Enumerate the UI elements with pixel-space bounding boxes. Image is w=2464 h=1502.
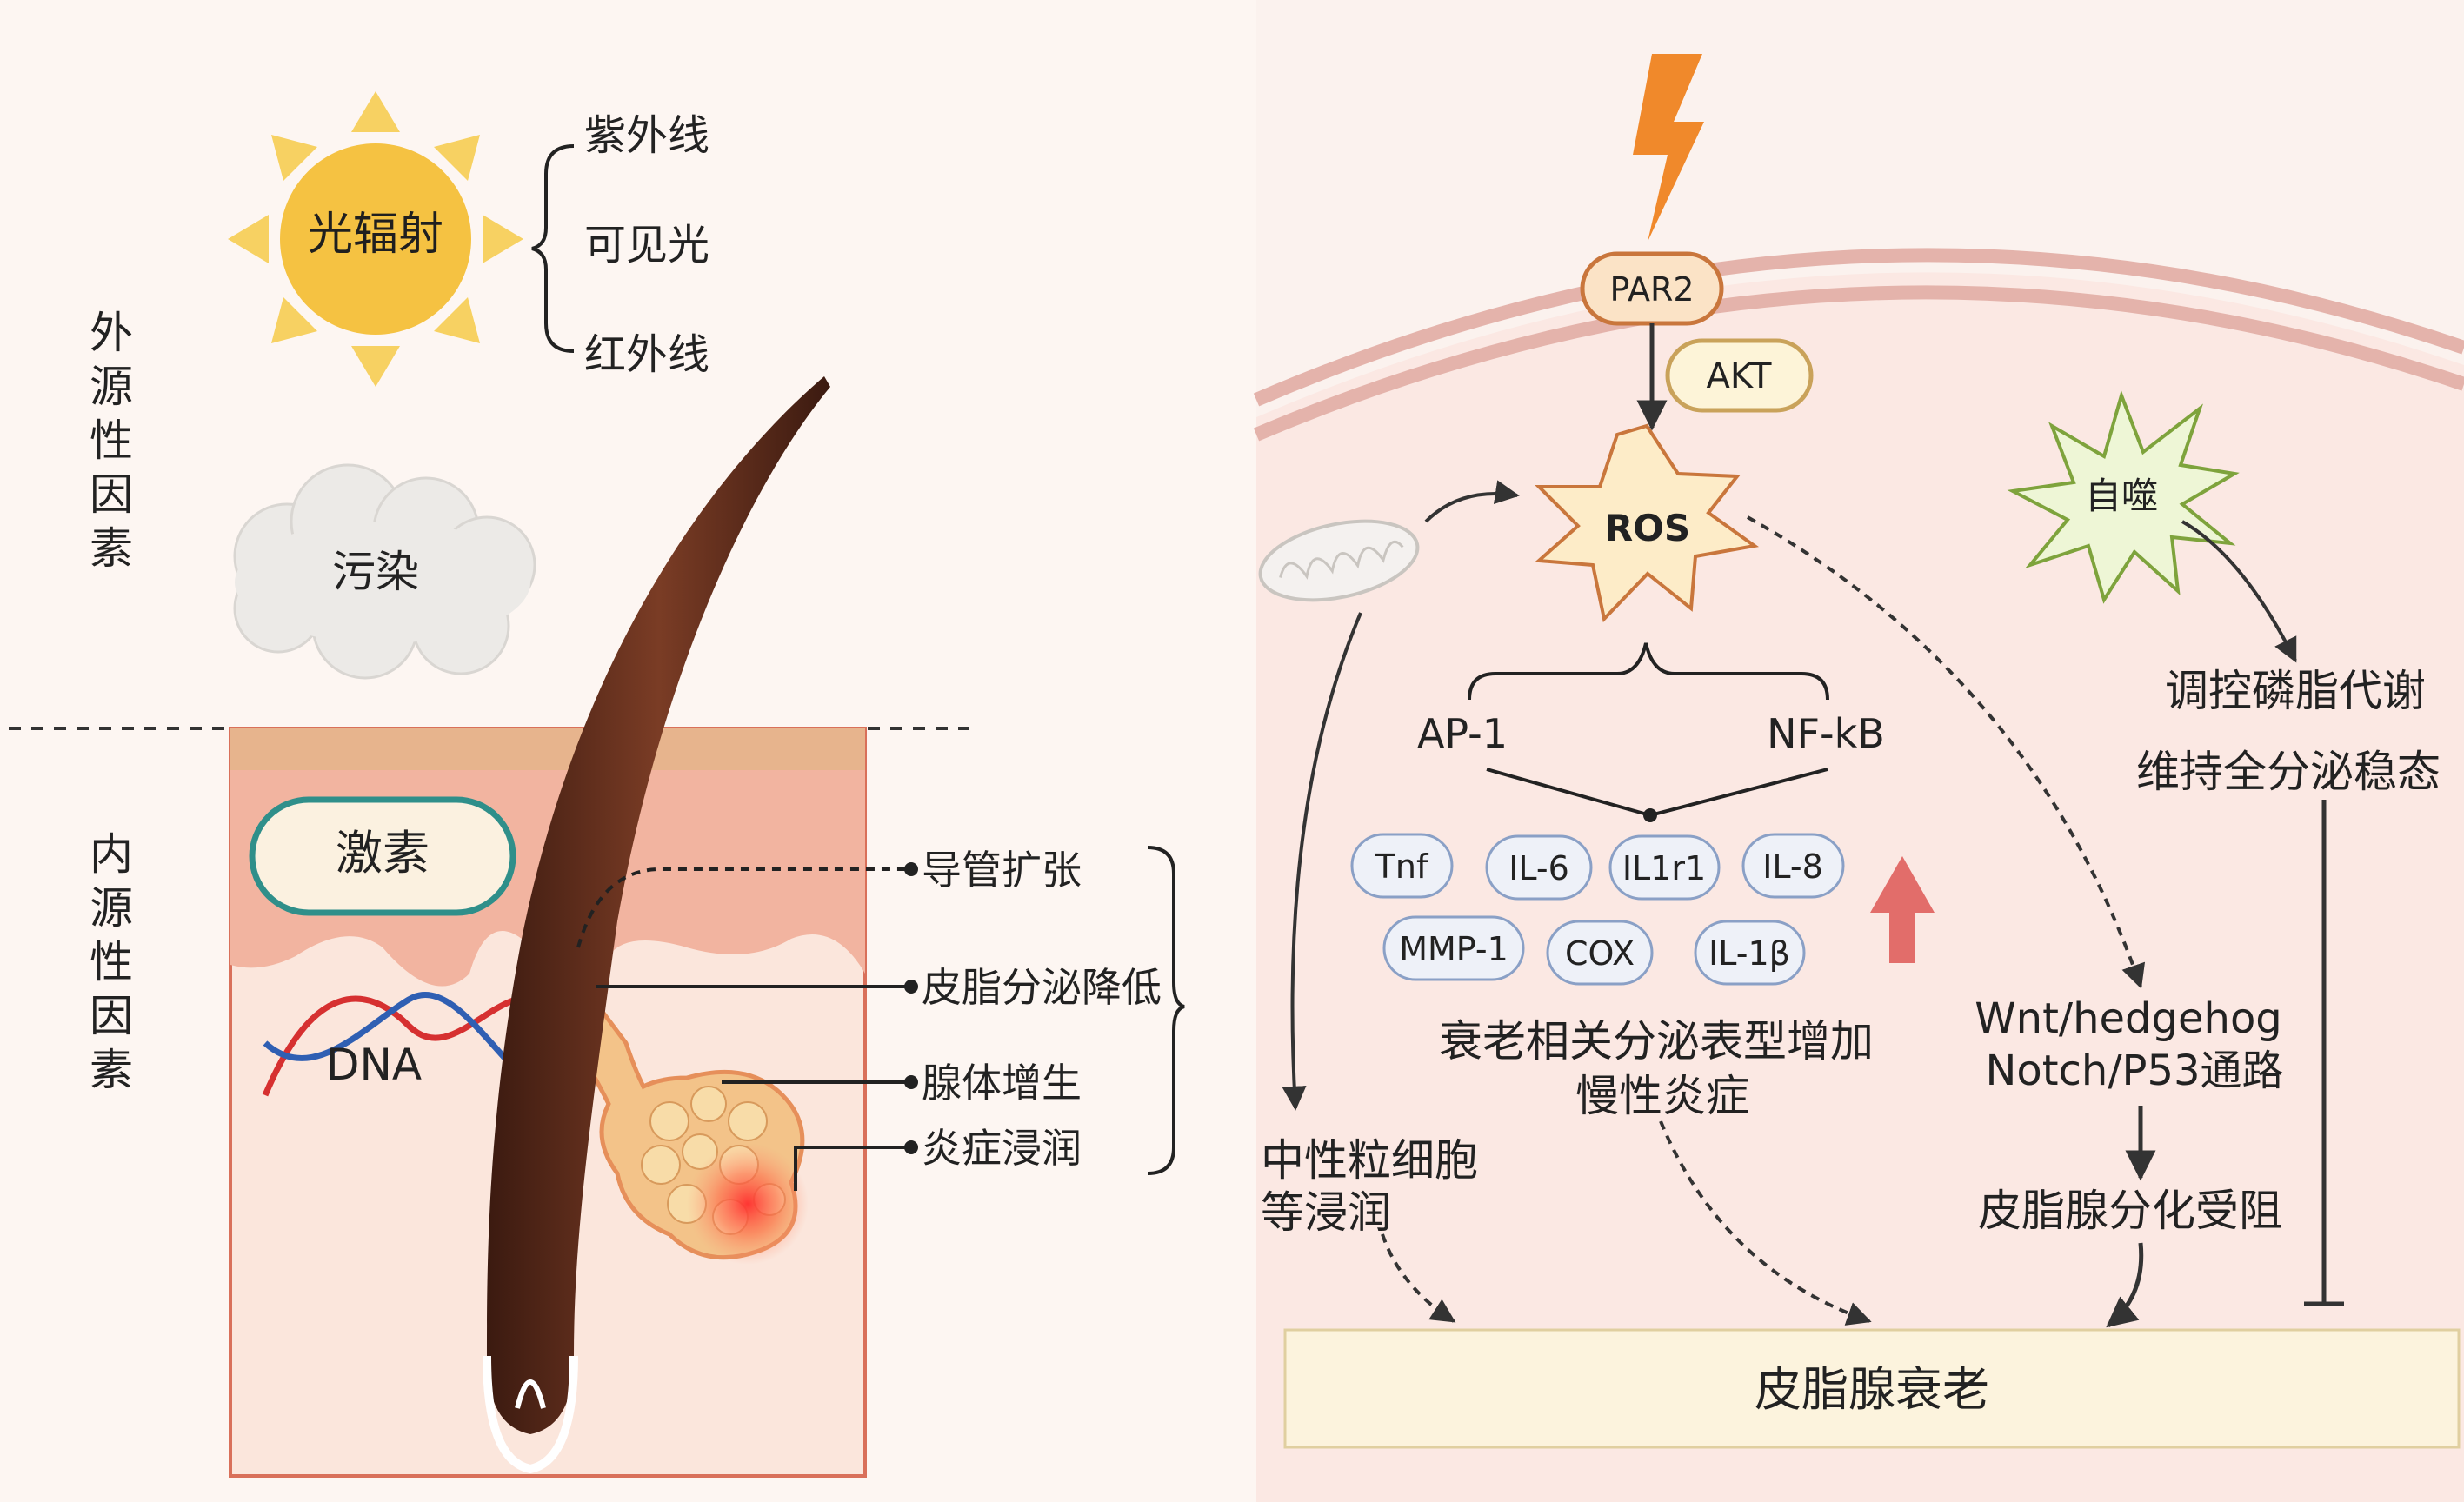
- differentiation-label: 皮脂腺分化受阻: [1978, 1186, 2282, 1236]
- exogenous-char: 素: [90, 523, 133, 574]
- arrow-sasp-outcome: [1659, 1120, 1872, 1326]
- radiation-visible: 可见光: [584, 221, 709, 269]
- sun-icon: [228, 91, 523, 387]
- radiation-ir: 红外线: [584, 330, 709, 379]
- cytokine-label: IL-1β: [1708, 934, 1790, 973]
- cell-membrane-outer: [1253, 248, 2464, 407]
- outcome-box: [1283, 1328, 2461, 1449]
- sun-label: 光辐射: [308, 209, 443, 261]
- radiation-uv: 紫外线: [584, 111, 709, 160]
- cytokine-label: Tnf: [1375, 847, 1429, 886]
- exogenous-char: 源: [90, 362, 133, 412]
- ap1-label: AP-1: [1417, 710, 1508, 757]
- endogenous-char: 素: [90, 1045, 133, 1095]
- autophagy-label: 自噬: [2085, 475, 2158, 517]
- ros-brace: [1468, 642, 1829, 701]
- sasp-line2: 慢性炎症: [1575, 1071, 1749, 1121]
- cytokine-label: COX: [1565, 934, 1635, 973]
- cytokine-pill: [1350, 833, 1454, 899]
- exogenous-char: 因: [90, 469, 133, 520]
- dna-label: DNA: [326, 1040, 422, 1090]
- dna-icon: [262, 991, 546, 1098]
- upregulation-arrow-icon: [1870, 856, 1935, 963]
- arrow-mito-neutrophil: [1282, 612, 1362, 1111]
- cytokine-pill: [1546, 920, 1654, 986]
- endogenous-char: 内: [90, 829, 133, 880]
- pathway-line2: Notch/P53通路: [1985, 1047, 2283, 1095]
- effect-sebum-decrease: 皮脂分泌降低: [922, 964, 1162, 1011]
- hormone-label: 激素: [336, 826, 430, 881]
- nfkb-join-line: [1649, 768, 1828, 817]
- arrow-neutrophil-outcome: [1381, 1233, 1456, 1323]
- ros-label: ROS: [1605, 507, 1690, 549]
- endogenous-char: 源: [90, 883, 133, 934]
- arrow-differentiation-outcome: [2106, 1242, 2144, 1328]
- cytokine-pill: [1608, 834, 1721, 901]
- endogenous-label: 内 源 性 因 素: [90, 829, 133, 1095]
- effect-duct-dilation: 导管扩张: [922, 847, 1082, 894]
- pathway-line1: Wnt/hedgehog: [1975, 994, 2282, 1043]
- cytokine-label: IL-6: [1508, 849, 1569, 887]
- neutrophil-line2: 等浸润: [1261, 1187, 1391, 1238]
- sebaceous-gland: [569, 967, 809, 1265]
- exogenous-label: 外 源 性 因 素: [90, 308, 133, 574]
- cytokine-pill: [1741, 833, 1845, 899]
- cell-membrane-inner: [1253, 285, 2464, 442]
- sasp-line1: 衰老相关分泌表型增加: [1439, 1016, 1874, 1067]
- right-panel: PAR2 AKT ROS AP-1 NF-kB: [1253, 0, 2464, 1502]
- endogenous-char: 性: [90, 937, 133, 987]
- pollution-label: 污染: [332, 547, 419, 597]
- autophagy-burst-icon: [2007, 389, 2240, 604]
- ap1-join-line: [1486, 768, 1651, 817]
- cytokine-label: IL1r1: [1622, 849, 1706, 887]
- autophagy-effect2: 维持全分泌稳态: [2136, 747, 2441, 797]
- cytokine-pill: [1694, 920, 1806, 986]
- radiation-brace: [531, 144, 575, 353]
- exogenous-char: 外: [90, 308, 133, 358]
- arrow-mito-ros: [1424, 480, 1520, 523]
- neutrophil-line1: 中性粒细胞: [1261, 1135, 1478, 1186]
- lightning-icon: [1633, 54, 1704, 242]
- cytokine-label: IL-8: [1762, 847, 1823, 886]
- hormone-badge: [249, 796, 516, 916]
- effect-leaders: [576, 867, 909, 1191]
- join-dot: [1643, 808, 1657, 822]
- cytokine-pill: [1485, 834, 1593, 901]
- akt-node: [1665, 338, 1814, 413]
- cytokine-label: MMP-1: [1399, 930, 1508, 968]
- par2-label: PAR2: [1609, 270, 1694, 309]
- ros-burst-icon: [1535, 423, 1760, 623]
- effect-inflammation: 炎症浸润: [922, 1125, 1082, 1172]
- cloud-icon: [233, 463, 536, 680]
- cytokine-group: [1350, 833, 1845, 986]
- hair-icon: [483, 376, 830, 1474]
- akt-label: AKT: [1707, 356, 1772, 396]
- arrow-ros-pathway: [1747, 515, 2146, 989]
- endogenous-char: 因: [90, 991, 133, 1041]
- autophagy-effect1: 调控磷脂代谢: [2165, 666, 2426, 716]
- effect-gland-hyperplasia: 腺体增生: [922, 1060, 1082, 1107]
- effects-brace: [1147, 846, 1185, 1175]
- exogenous-char: 性: [90, 415, 133, 466]
- outcome-label: 皮脂腺衰老: [1755, 1362, 1989, 1417]
- arrow-autophagy-effect: [2181, 520, 2297, 663]
- mitochondria-icon: [1258, 519, 1420, 602]
- cytokine-pill: [1382, 915, 1525, 981]
- nfkb-label: NF-kB: [1767, 710, 1885, 757]
- left-panel: 外 源 性 因 素 内 源 性 因 素: [9, 91, 1185, 1478]
